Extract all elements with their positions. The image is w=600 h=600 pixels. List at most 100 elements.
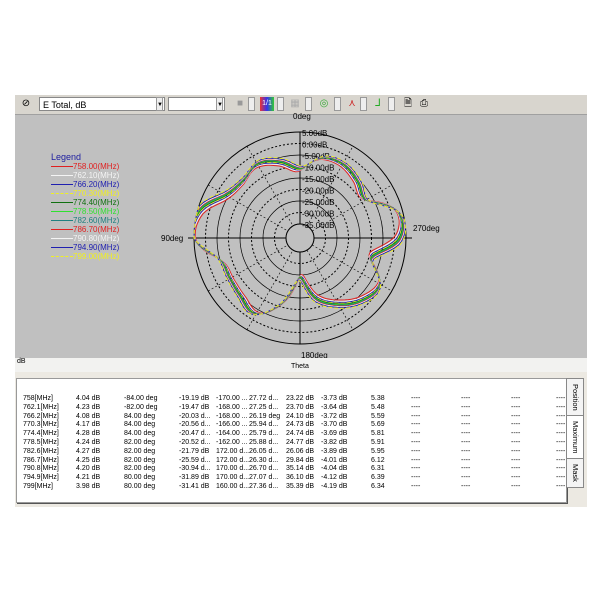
secondary-dropdown-button[interactable]: ▼ [216, 97, 223, 111]
table-cell: -3.64 dB [321, 403, 348, 411]
table-cell: ---- [511, 447, 521, 455]
legend-label: 762.10(MHz) [73, 171, 120, 180]
legend-swatch [51, 220, 73, 222]
axis-strip: dB Theta [15, 358, 587, 372]
table-cell: ---- [511, 412, 521, 420]
table-cell: ---- [461, 474, 471, 482]
marker-icon[interactable]: ⋏ [348, 98, 356, 109]
export-icon[interactable]: 🗎 [403, 98, 413, 109]
trace-icon[interactable]: ⅃ [375, 98, 381, 109]
table-cell: 794.9[MHz] [23, 474, 59, 482]
table-cell: -19.47 dB [179, 403, 210, 411]
table-cell: 24.10 dB [286, 412, 315, 420]
table-cell: -25.59 d... [179, 456, 211, 464]
legend-label: 766.20(MHz) [73, 180, 120, 189]
quantity-select[interactable]: E Total, dB [39, 97, 165, 111]
color-fill-dropdown[interactable] [248, 97, 255, 111]
table-cell: -31.89 dB [179, 474, 210, 482]
tab-maximum[interactable]: Maximum [566, 415, 584, 459]
print-icon[interactable]: ⎙ [420, 98, 428, 109]
radial-tick-label: 0.00dB [302, 141, 327, 150]
series-line-10 [193, 155, 407, 316]
legend-swatch [51, 247, 73, 249]
legend-label: 778.50(MHz) [73, 207, 120, 216]
legend-item: 782.60(MHz) [51, 216, 119, 225]
table-cell: 25.94 d... [249, 421, 279, 429]
table-cell: 82.00 deg [124, 465, 156, 473]
table-cell: 3.98 dB [76, 483, 101, 490]
table-cell: 27.07 d... [249, 474, 279, 482]
table-cell: ---- [511, 474, 521, 482]
secondary-select[interactable] [168, 97, 225, 111]
table-cell: 84.00 deg [124, 430, 156, 438]
table-cell: ---- [411, 439, 421, 446]
legend-item: 790.80(MHz) [51, 234, 119, 243]
table-cell: 6.34 [371, 483, 385, 490]
polar-mode-icon[interactable]: ⊘ [21, 98, 31, 109]
radial-tick-label: -35.00dB [302, 221, 334, 230]
center-circle [285, 223, 315, 253]
table-cell: 5.91 [371, 439, 385, 446]
table-cell: -3.73 dB [321, 395, 348, 402]
angle-label-bottom: 180deg [301, 351, 328, 360]
scale-dropdown[interactable] [277, 97, 284, 111]
table-cell: 27.72 d... [249, 395, 279, 402]
grid-icon[interactable]: ▦ [290, 98, 300, 109]
grid-dropdown[interactable] [305, 97, 312, 111]
radial-tick-label: -20.00dB [302, 187, 334, 196]
table-cell: ---- [556, 465, 566, 473]
table-cell: -168.00 ... [216, 403, 248, 411]
table-cell: 786.7[MHz] [23, 456, 59, 464]
radial-tick-label: 5.00dB [302, 129, 327, 138]
legend-item: 766.20(MHz) [51, 180, 119, 189]
marker-dropdown[interactable] [360, 97, 367, 111]
results-table[interactable]: 758[MHz]4.04 dB-84.00 deg-19.19 dB-170.0… [16, 378, 567, 503]
table-cell: ---- [411, 412, 421, 420]
polar-chart: 5.00dB0.00dB-5.00dB-10.00dB-15.00dB-20.0… [188, 129, 412, 345]
tab-mask[interactable]: Mask [566, 458, 584, 488]
table-cell: 82.00 deg [124, 447, 156, 455]
table-row[interactable]: 758[MHz]4.04 dB-84.00 deg-19.19 dB-170.0… [17, 394, 566, 403]
table-cell: 774.4[MHz] [23, 430, 59, 438]
table-cell: -162.00 ... [216, 439, 248, 446]
table-cell: ---- [461, 395, 471, 402]
color-fill-icon[interactable]: ■ [236, 98, 244, 109]
table-cell: 4.27 dB [76, 447, 101, 455]
polar-grid-dropdown[interactable] [334, 97, 341, 111]
table-cell: ---- [461, 421, 471, 429]
table-cell: 5.81 [371, 430, 385, 438]
legend-swatch [51, 166, 73, 168]
polar-grid-icon[interactable]: ◎ [319, 98, 329, 109]
table-row[interactable]: 762.1[MHz]4.23 dB-82.00 deg-19.47 dB-168… [17, 403, 566, 412]
table-cell: 4.08 dB [76, 412, 101, 420]
table-cell: 80.00 deg [124, 483, 156, 490]
table-cell: -20.03 d... [179, 412, 211, 420]
scale-icon[interactable]: 1/1 [260, 97, 274, 111]
table-cell: 84.00 deg [124, 421, 156, 429]
table-cell: ---- [411, 465, 421, 473]
table-cell: 5.95 [371, 447, 385, 455]
table-cell: ---- [556, 474, 566, 482]
table-cell: 80.00 deg [124, 474, 156, 482]
quantity-dropdown-button[interactable]: ▼ [156, 97, 163, 111]
table-cell: ---- [461, 456, 471, 464]
series-line-9 [193, 155, 406, 316]
table-cell: -4.04 dB [321, 465, 348, 473]
table-cell: -3.89 dB [321, 447, 348, 455]
trace-dropdown[interactable] [388, 97, 395, 111]
table-cell: 778.5[MHz] [23, 439, 59, 446]
table-cell: ---- [556, 483, 566, 490]
legend-label: 799.00(MHz) [73, 252, 120, 261]
radial-tick-label: -15.00dB [302, 175, 334, 184]
legend-swatch [51, 202, 73, 204]
tab-position[interactable]: Position [566, 378, 584, 416]
